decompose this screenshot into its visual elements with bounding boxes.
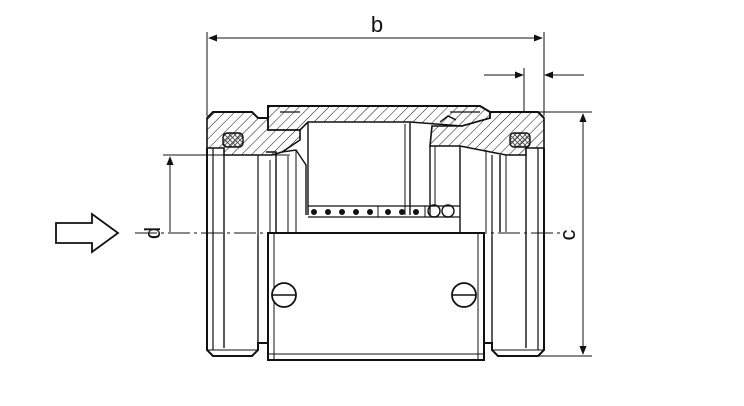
ball [399,209,405,215]
ball [325,209,331,215]
left-end-cap [206,148,268,357]
dimension-seal-offset [484,68,584,112]
ball [339,209,345,215]
lower-sleeve-body [257,232,493,361]
ball [413,209,419,215]
label-c: c [555,230,580,241]
ball [427,204,441,218]
right-end-cap [484,148,545,357]
left-seal [222,132,244,148]
right-seal [509,132,531,148]
dimension-d: d [140,154,290,239]
ball [367,209,373,215]
ball [441,204,455,218]
ball [385,209,391,215]
ball [311,209,317,215]
hollow-right-arrow-icon [55,212,120,254]
ball-track [308,204,460,218]
right-lube-hole [451,282,477,308]
left-lube-hole [271,282,297,308]
dimension-b: b [206,12,545,116]
right-taper-insert [485,150,507,232]
ball [353,209,359,215]
label-b: b [371,12,383,37]
left-taper-insert [266,149,307,232]
